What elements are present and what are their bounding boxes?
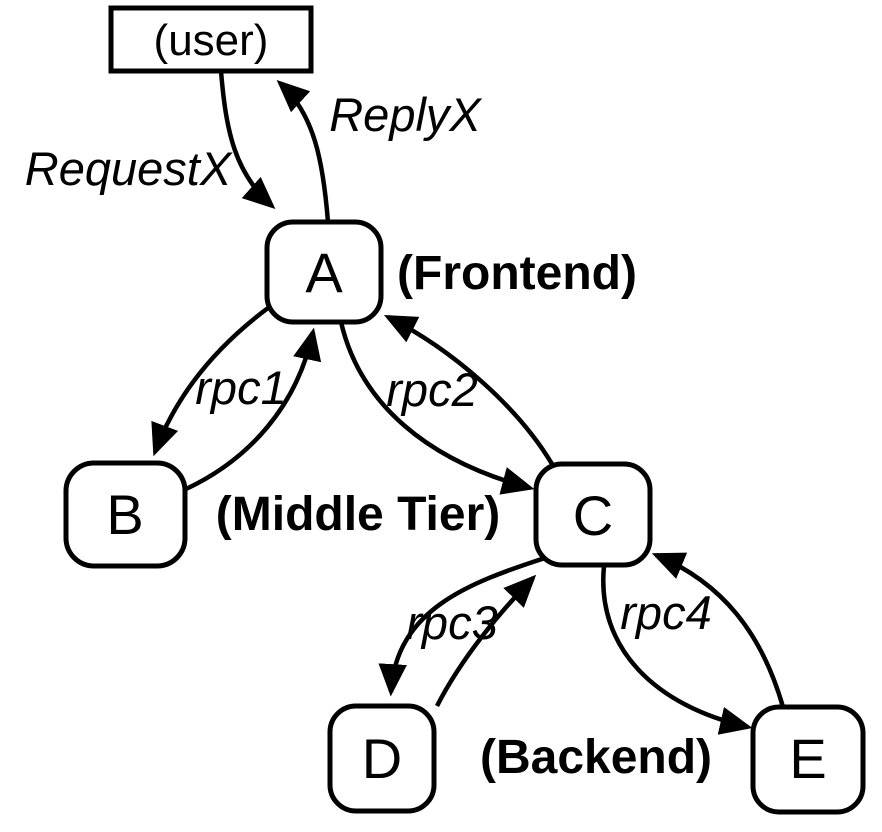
edge-rpc2-forward (338, 321, 535, 495)
edge-label-rpc2: rpc2 (386, 363, 477, 416)
edge-rpc3-forward (378, 555, 546, 697)
node-e: E (750, 704, 866, 815)
edge-label-requestx: RequestX (25, 142, 233, 195)
node-b: B (63, 460, 188, 569)
tier-label-backend: (Backend) (480, 731, 712, 784)
edge-rpc1-return (185, 327, 322, 492)
edge-requestx (218, 70, 276, 210)
edge-label-rpc3: rpc3 (406, 596, 497, 649)
node-d-label: D (362, 727, 402, 790)
edge-label-rpc4: rpc4 (620, 586, 711, 639)
tier-label-middle: (Middle Tier) (216, 488, 500, 541)
node-b-box (63, 460, 188, 569)
edge-label-rpc1: rpc1 (195, 361, 286, 414)
node-d-box (327, 703, 437, 814)
node-c: C (533, 461, 653, 568)
node-b-label: B (106, 483, 143, 546)
edge-rpc2-return (383, 314, 554, 466)
edge-rpc1-forward (151, 306, 270, 457)
edge-rpc4-forward (601, 565, 753, 735)
node-a: A (264, 219, 384, 325)
edge-label-replyx: ReplyX (329, 88, 482, 141)
node-a-box (264, 219, 384, 325)
node-c-box (533, 461, 653, 568)
edge-rpc3-return (434, 574, 537, 708)
node-e-box (750, 704, 866, 815)
node-user-box (108, 5, 314, 74)
edge-rpc4-return (651, 552, 786, 708)
node-c-label: C (573, 484, 613, 547)
tier-label-frontend: (Frontend) (397, 247, 637, 300)
node-e-label: E (789, 727, 826, 790)
node-d: D (327, 703, 437, 814)
node-a-label: A (305, 241, 343, 304)
node-user: (user) (108, 5, 314, 74)
edge-replyx (276, 79, 331, 223)
node-user-label: (user) (154, 16, 269, 65)
